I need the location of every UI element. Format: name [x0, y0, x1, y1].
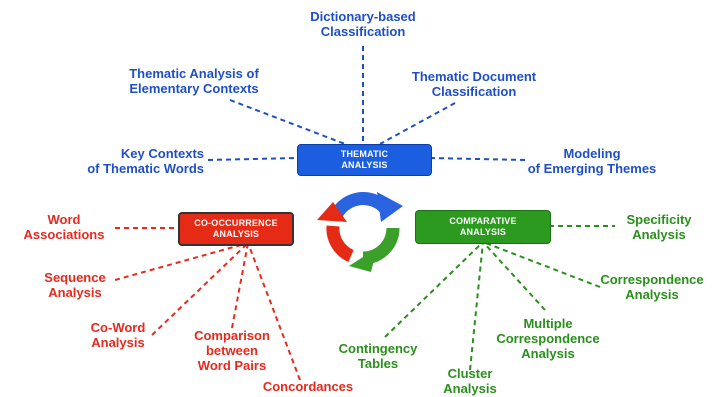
label-line: Contingency [338, 341, 418, 356]
label-specificity-analysis: Specificity Analysis [614, 212, 704, 242]
label-contingency-tables: Contingency Tables [330, 341, 426, 371]
label-modeling-emerging-themes: Modeling of Emerging Themes [512, 146, 672, 176]
label-line: Thematic Document [411, 69, 537, 84]
thematic-box-line2: ANALYSIS [341, 160, 388, 170]
connector-coword [151, 242, 249, 336]
label-line: Multiple [523, 316, 573, 331]
label-line: of Emerging Themes [527, 161, 657, 176]
thematic-box-line1: THEMATIC [340, 149, 389, 159]
label-line: Modeling [563, 146, 621, 161]
label-line: Dictionary-based [310, 9, 416, 24]
label-line: Tables [357, 356, 399, 371]
connector-correspondence [482, 241, 601, 288]
label-line: Analysis [625, 287, 679, 302]
label-dictionary-classification: Dictionary-based Classification [292, 9, 434, 39]
label-line: Sequence [44, 270, 106, 285]
label-line: Concordances [262, 379, 354, 394]
label-line: Correspondence [496, 331, 600, 346]
cooc-box-line1: CO-OCCURRENCE [194, 218, 278, 228]
label-comparison-word-pairs: Comparison between Word Pairs [182, 328, 282, 373]
label-line: Analysis [521, 346, 575, 361]
label-line: Specificity [626, 212, 692, 227]
label-line: Word [47, 212, 81, 227]
label-line: Cluster [447, 366, 493, 381]
label-line: between [205, 343, 258, 358]
label-line: Classification [431, 84, 517, 99]
label-sequence-analysis: Sequence Analysis [30, 270, 120, 300]
connector-concordances [247, 242, 301, 381]
cooccurrence-analysis-box: CO-OCCURRENCE ANALYSIS [178, 212, 294, 246]
connector-contingency [384, 241, 484, 338]
label-line: of Thematic Words [87, 161, 204, 176]
label-line: Analysis [632, 227, 686, 242]
label-line: Classification [320, 24, 406, 39]
connector-document [379, 102, 456, 145]
connector-cluster [469, 241, 484, 371]
connector-comparison [231, 242, 249, 329]
connector-sequence [114, 242, 249, 281]
connector-key-contexts [207, 157, 298, 161]
label-line: Thematic Analysis of [129, 66, 259, 81]
label-line: Analysis [443, 381, 497, 396]
cooc-box-line2: ANALYSIS [212, 229, 260, 239]
label-correspondence-analysis: Correspondence Analysis [594, 272, 710, 302]
label-line: Comparison [194, 328, 270, 343]
comp-box-line2: ANALYSIS [459, 227, 507, 237]
label-line: Key Contexts [120, 146, 204, 161]
connector-modeling [429, 157, 526, 161]
label-line: Associations [23, 227, 105, 242]
label-concordances: Concordances [252, 379, 364, 394]
label-thematic-document-classification: Thematic Document Classification [400, 69, 548, 99]
label-multiple-correspondence-analysis: Multiple Correspondence Analysis [490, 316, 606, 361]
cycle-icon [317, 192, 403, 272]
label-thematic-elementary-contexts: Thematic Analysis of Elementary Contexts [112, 66, 276, 96]
label-key-contexts: Key Contexts of Thematic Words [58, 146, 204, 176]
label-line: Elementary Contexts [129, 81, 259, 96]
label-line: Analysis [91, 335, 145, 350]
label-line: Correspondence [600, 272, 704, 287]
connector-elementary [229, 99, 346, 145]
comparative-analysis-box: COMPARATIVE ANALYSIS [415, 210, 551, 244]
label-line: Co-Word [90, 320, 146, 335]
label-word-associations: Word Associations [14, 212, 114, 242]
label-line: Word Pairs [197, 358, 267, 373]
label-line: Analysis [48, 285, 102, 300]
comp-box-line1: COMPARATIVE [449, 216, 517, 226]
connector-multiple [482, 241, 546, 311]
thematic-analysis-box: THEMATIC ANALYSIS [297, 144, 432, 176]
label-cluster-analysis: Cluster Analysis [428, 366, 512, 396]
label-coword-analysis: Co-Word Analysis [78, 320, 158, 350]
